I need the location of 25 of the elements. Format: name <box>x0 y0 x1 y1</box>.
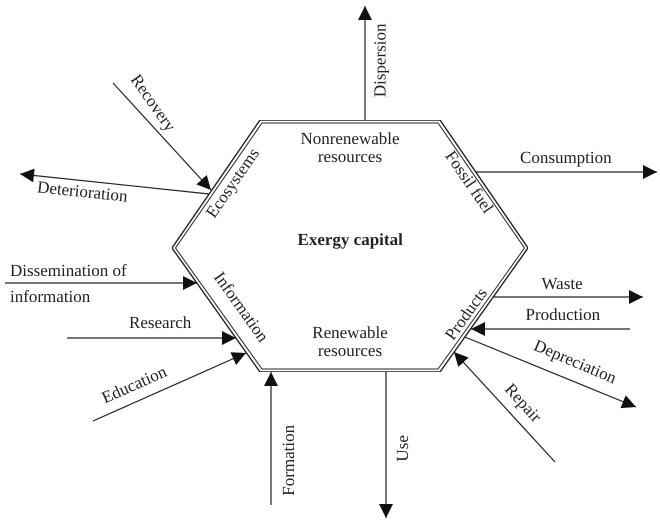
arrow <box>67 331 236 345</box>
edge-label: Formation <box>280 424 298 496</box>
arrow <box>471 322 630 336</box>
arrow <box>20 168 210 195</box>
edge-label: Deterioration <box>36 178 128 206</box>
segment-label: Nonrenewable resources <box>285 130 415 167</box>
edge-label: Consumption <box>520 148 612 168</box>
arrow <box>476 165 657 179</box>
arrow <box>454 352 556 462</box>
edge-label: Production <box>526 306 600 324</box>
edge-label: Use <box>394 434 413 462</box>
arrow <box>358 6 372 120</box>
arrow <box>112 82 212 190</box>
arrow <box>264 372 278 505</box>
edge-label: Research <box>129 314 192 332</box>
center-title: Exergy capital <box>298 230 403 250</box>
edge-label: Dissemination of information <box>10 260 128 308</box>
arrow <box>92 352 246 422</box>
segment-label: Renewable resources <box>285 324 415 361</box>
edge-label: Dispersion <box>372 23 390 97</box>
arrow <box>379 372 393 518</box>
arrow <box>464 336 636 408</box>
edge-label: Waste <box>542 274 583 294</box>
arrow <box>5 276 197 290</box>
arrow <box>493 290 643 304</box>
